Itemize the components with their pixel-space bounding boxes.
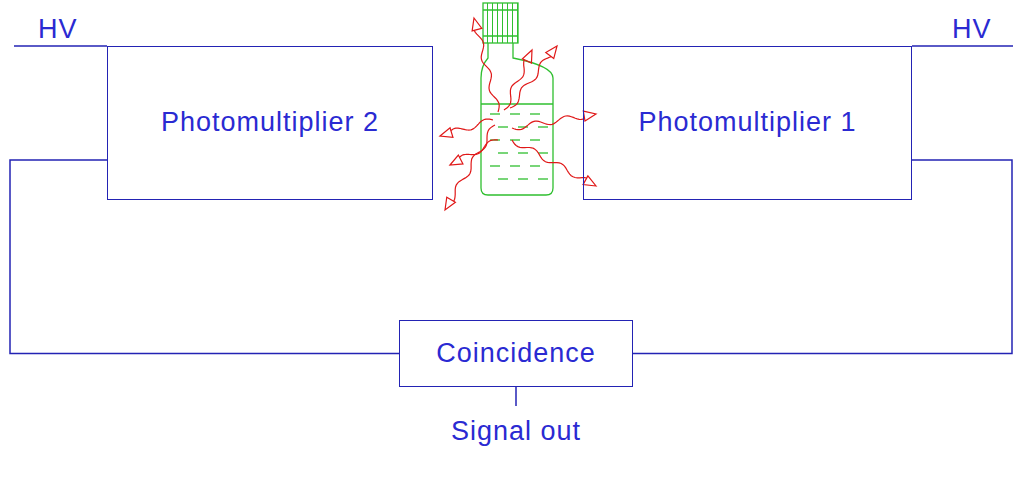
photomultiplier-box: Photomultiplier 2 <box>107 46 433 200</box>
hv-wire <box>14 45 107 47</box>
coincidence-box: Coincidence <box>399 320 633 387</box>
signal-cable <box>633 160 1012 354</box>
node-label: Coincidence <box>436 339 596 369</box>
vial <box>481 3 553 195</box>
light-rays <box>440 18 596 210</box>
hv-label: HV <box>952 15 992 45</box>
photomultiplier-box: Photomultiplier 1 <box>583 46 912 200</box>
signal-cable <box>10 160 399 354</box>
signal-label: Signal out <box>451 417 581 447</box>
hv-wire <box>912 45 1013 47</box>
hv-label: HV <box>38 15 78 45</box>
node-label: Photomultiplier 2 <box>161 108 379 138</box>
signal-wire <box>515 387 517 406</box>
node-label: Photomultiplier 1 <box>638 108 856 138</box>
